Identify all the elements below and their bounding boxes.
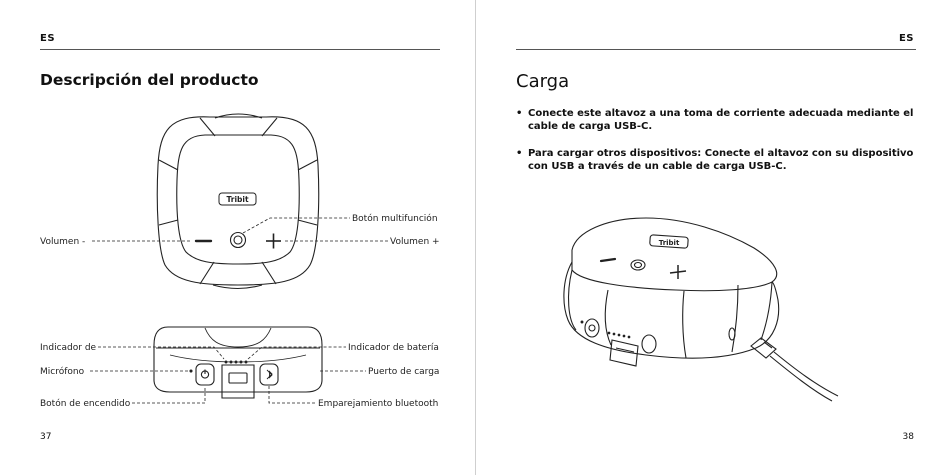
speaker-top-view <box>156 113 320 290</box>
instruction-list: Conecte este altavoz a una toma de corri… <box>516 107 916 187</box>
leader-power-button <box>132 386 206 404</box>
logo-text: Tribit <box>659 239 680 247</box>
label-volume-up: Volumen + <box>390 237 440 247</box>
label-bluetooth-pairing: Emparejamiento bluetooth <box>318 399 438 409</box>
instruction-item: Para cargar otros dispositivos: Conecte … <box>516 147 916 173</box>
instruction-item: Conecte este altavoz a una toma de corri… <box>516 107 916 133</box>
page-number: 38 <box>902 432 914 442</box>
header-rule <box>40 49 440 50</box>
header-rule <box>516 49 916 50</box>
right-page: ES Carga Conecte este altavoz a una toma… <box>476 0 950 475</box>
label-volume-down: Volumen - <box>40 237 85 247</box>
logo-text: Tribit <box>226 195 249 204</box>
speaker-front-view <box>153 326 323 399</box>
leader-battery-indicator <box>247 346 346 360</box>
leader-indicator <box>98 346 225 360</box>
charging-illustration: Tribit <box>563 217 839 402</box>
book-spine <box>475 0 476 475</box>
label-power-button: Botón de encendido <box>40 398 131 409</box>
language-code: ES <box>40 33 56 44</box>
leader-multifunction <box>242 217 350 234</box>
page-number: 37 <box>40 432 52 442</box>
product-diagram: Tribit Botón multifunción Volumen - Volu… <box>40 113 440 409</box>
label-battery-indicator: Indicador de batería <box>348 343 439 353</box>
leader-bluetooth <box>268 386 316 404</box>
language-code: ES <box>898 33 914 44</box>
speaker-perspective <box>563 217 839 402</box>
left-page: ES Descripción del producto Tribit Botón… <box>40 33 440 442</box>
label-microphone: Micrófono <box>40 366 85 377</box>
label-charging-port: Puerto de carga <box>368 367 439 377</box>
page-title: Descripción del producto <box>40 71 259 89</box>
page-title: Carga <box>516 71 570 92</box>
label-multifunction: Botón multifunción <box>352 213 438 224</box>
label-indicator: Indicador de <box>40 343 97 353</box>
